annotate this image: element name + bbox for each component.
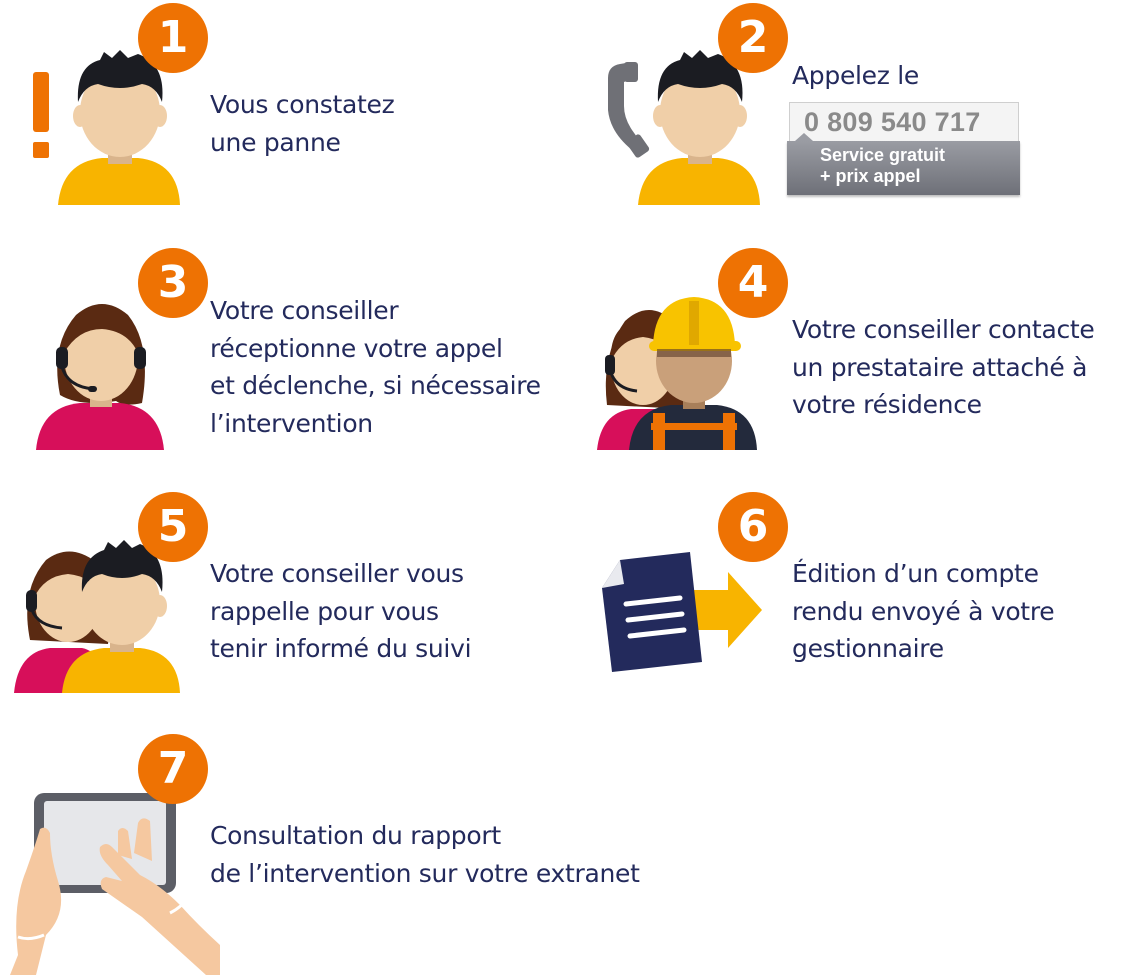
person-phone-icon: [608, 50, 760, 205]
phone-number[interactable]: 0 809 540 717: [789, 102, 1019, 142]
tariff-line-2: + prix appel: [820, 166, 921, 186]
step-4-line-2: un prestataire attaché à: [792, 352, 1088, 382]
step-3-line-4: l’intervention: [210, 408, 373, 438]
step-6-line-3: gestionnaire: [792, 634, 944, 663]
step-6-text: Édition d’un compte rendu envoyé à votre…: [792, 555, 1055, 668]
step-4-line-3: votre résidence: [792, 390, 982, 419]
step-1-line-2: une panne: [210, 127, 341, 157]
step-6-line-2: rendu envoyé à votre: [792, 596, 1055, 626]
step-3-badge: 3: [138, 248, 208, 318]
advisor-callback-icon: [14, 540, 180, 693]
step-2-badge: 2: [718, 3, 788, 73]
step-7-badge: 7: [138, 734, 208, 804]
step-3-text: Votre conseiller réceptionne votre appel…: [210, 292, 541, 442]
step-7-text: Consultation du rapport de l’interventio…: [210, 817, 640, 892]
advisor-headset-icon: [36, 304, 164, 450]
step-4-badge: 4: [718, 248, 788, 318]
step-5-line-3: tenir informé du suivi: [210, 634, 472, 663]
step-5-line-2: rappelle pour vous: [210, 596, 439, 626]
step-4-text: Votre conseiller contacte un prestataire…: [792, 311, 1095, 424]
step-1-line-1: Vous constatez: [210, 90, 395, 119]
step-6-badge: 6: [718, 492, 788, 562]
step-3-line-1: Votre conseiller: [210, 296, 399, 325]
step-5-line-1: Votre conseiller vous: [210, 559, 464, 588]
person-alert-icon: [33, 50, 180, 205]
step-1-badge: 1: [138, 3, 208, 73]
step-5-text: Votre conseiller vous rappelle pour vous…: [210, 555, 472, 668]
tablet-hands-icon: [10, 793, 220, 975]
step-7-line-1: Consultation du rapport: [210, 821, 501, 850]
tariff-line-1: Service gratuit: [820, 145, 946, 165]
step-2-text: Appelez le: [792, 57, 919, 95]
step-4-line-1: Votre conseiller contacte: [792, 315, 1095, 344]
step-3-line-2: réceptionne votre appel: [210, 333, 503, 363]
document-arrow-icon: [602, 552, 762, 672]
step-7-line-2: de l’intervention sur votre extranet: [210, 858, 640, 888]
step-5-badge: 5: [138, 492, 208, 562]
tariff-notch: [795, 133, 813, 141]
phone-tariff-badge: Service gratuit + prix appel: [787, 133, 1020, 195]
step-1-text: Vous constatez une panne: [210, 86, 395, 161]
step-3-line-3: et déclenche, si nécessaire: [210, 371, 541, 400]
step-6-line-1: Édition d’un compte: [792, 559, 1039, 588]
advisor-worker-icon: [597, 297, 757, 450]
step-2-line-1: Appelez le: [792, 61, 919, 90]
